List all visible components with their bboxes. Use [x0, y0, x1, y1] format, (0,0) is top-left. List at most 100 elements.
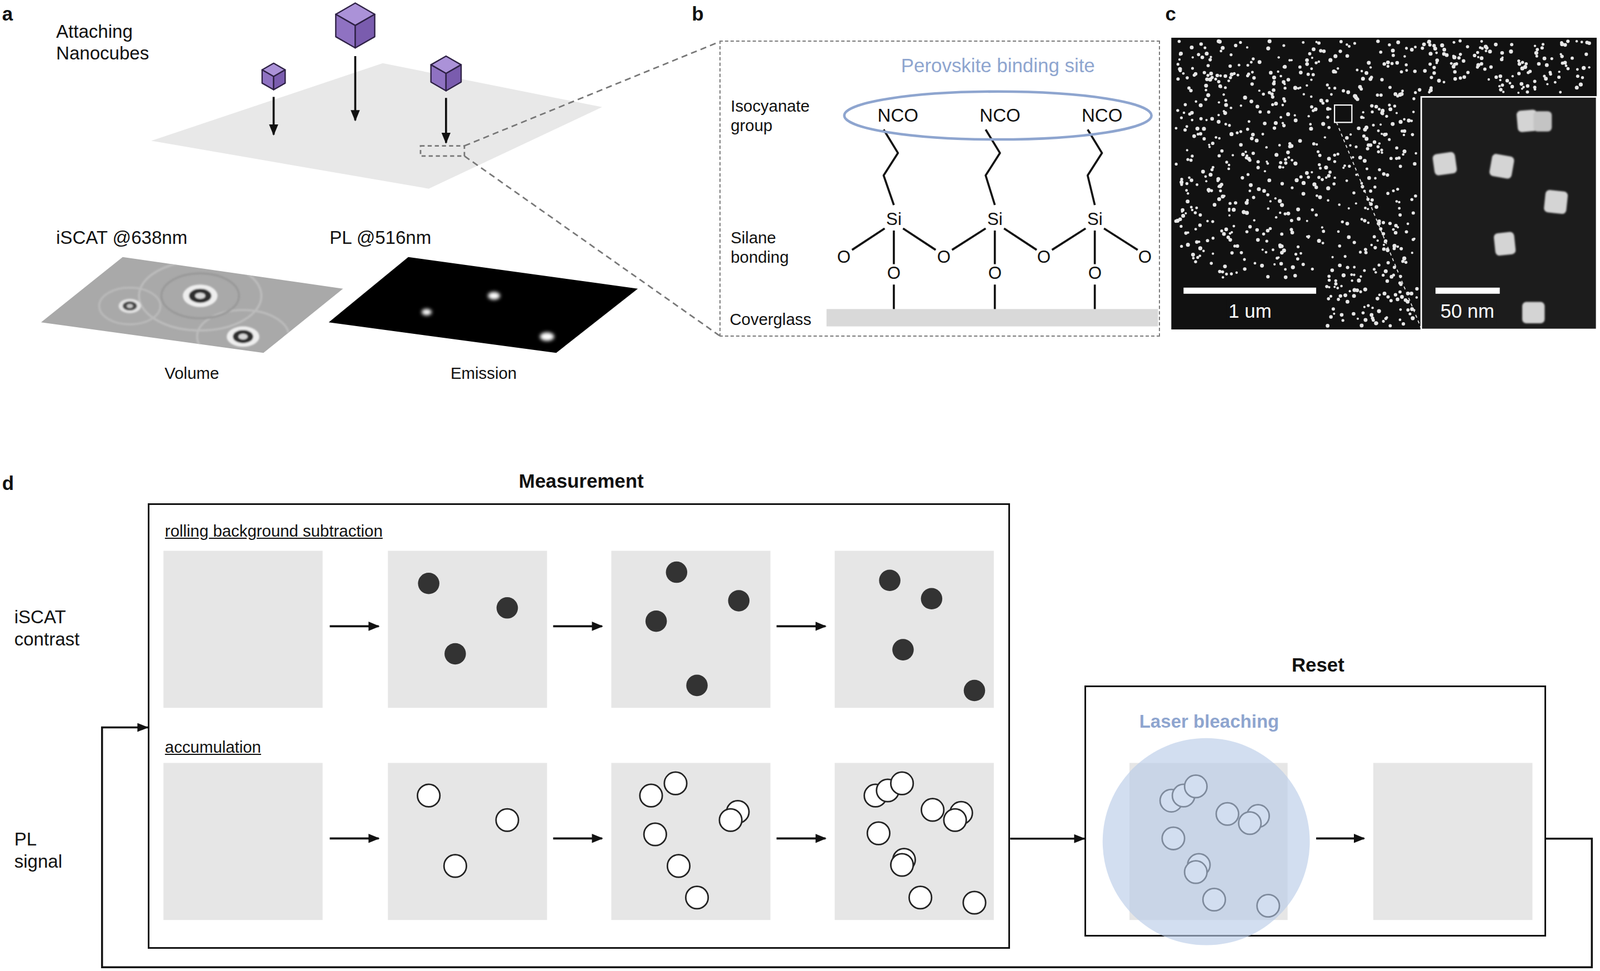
sem-image	[1171, 37, 1597, 330]
nanocube-dot	[1283, 161, 1288, 165]
dashed-zoom-box-text: Isocyanate group	[730, 96, 833, 136]
nanocube-dot	[1326, 115, 1329, 119]
iscat-particle	[496, 597, 519, 619]
nanocube-dot	[1250, 61, 1253, 64]
nanocube-dot	[1580, 40, 1584, 44]
nanocube-dot	[1508, 49, 1513, 54]
nanocube-dot	[1279, 116, 1283, 119]
nanocube-dot	[1321, 230, 1325, 234]
nanocube-dot	[1204, 97, 1208, 102]
nanocube-dot	[1505, 78, 1509, 83]
nanocube-dot	[1276, 70, 1279, 73]
nanocube-dot	[1301, 41, 1305, 44]
nanocube-dot	[1216, 120, 1221, 124]
pl-spot	[664, 772, 687, 795]
nanocube-dot	[1327, 156, 1332, 161]
nanocube-dot	[1205, 118, 1208, 122]
substrate-plane	[420, 146, 465, 157]
nanocube-dot	[1472, 53, 1477, 58]
nanocube-dot	[1305, 84, 1308, 87]
nanocube-dot	[1427, 41, 1430, 44]
nanocube-dot	[1458, 39, 1462, 43]
nanocube-dot	[1310, 105, 1314, 109]
nanocube-dot	[1187, 176, 1191, 180]
nanocube-dot	[1392, 189, 1395, 193]
nanocube-dot	[1566, 67, 1570, 71]
iscat-particle	[686, 675, 708, 697]
nanocube-dot	[1327, 278, 1332, 283]
nanocube-dot	[1404, 261, 1408, 264]
nanocube-dot	[1364, 71, 1369, 75]
nanocube-dot	[1231, 207, 1236, 212]
nanocube-dot	[1332, 312, 1335, 315]
sem-image	[1171, 37, 1597, 330]
atom-label-holder: Si	[886, 208, 902, 230]
nanocube-dot	[1378, 50, 1383, 54]
iscat-particle	[921, 588, 943, 610]
nanocube-dot	[1362, 218, 1367, 223]
nanocube-dot	[1214, 77, 1218, 81]
scale-bar-label-holder: 1 um	[1226, 299, 1274, 323]
nanocube-dot	[1183, 103, 1188, 107]
nanocube-dot	[1372, 140, 1377, 144]
nanocube-dot	[1320, 178, 1324, 182]
step-arrow	[553, 625, 603, 628]
image-caption-holder: Volume	[164, 363, 219, 384]
iscat-particle	[963, 680, 986, 702]
nanocube-dot	[1352, 240, 1357, 244]
nanocube-dot	[1367, 221, 1370, 225]
nanocube-dot	[1252, 196, 1256, 200]
nanocube-dot	[1198, 246, 1203, 250]
pl-spot	[443, 855, 467, 878]
row-label-holder: iSCAT contrast	[14, 606, 127, 650]
nanocube-dot	[1217, 185, 1220, 188]
nanocube-dot	[1210, 117, 1214, 122]
nanocube-dot	[1361, 311, 1365, 315]
nanocube-dot	[1333, 176, 1337, 180]
chemical-bond	[1093, 230, 1097, 265]
nanocube-dot	[1377, 150, 1380, 153]
nanocube-dot	[1230, 251, 1234, 255]
nanocube-dot	[1282, 97, 1286, 101]
nanocube-dot	[1493, 42, 1498, 47]
pl-spot	[890, 853, 913, 877]
nanocube-dot	[1282, 44, 1285, 48]
nanocube-dot	[1401, 153, 1405, 157]
nanocube-dot	[1351, 156, 1354, 159]
nanocube-dot	[1405, 46, 1408, 50]
nanocube-dot	[1366, 61, 1371, 65]
nanocube-dot	[1185, 76, 1189, 80]
nanocube-dot	[1389, 156, 1393, 160]
nanocube-dot	[1293, 86, 1298, 90]
atom-label: Si	[1087, 208, 1103, 230]
nanocube-dot	[1377, 308, 1382, 313]
nanocube-dot	[1462, 75, 1467, 80]
nanocube-dot	[1192, 134, 1197, 139]
nanocube-dot	[1186, 158, 1189, 162]
nanocube-dot	[1223, 264, 1228, 269]
panel-letter-holder: a	[2, 2, 13, 26]
nanocube-dot	[1255, 228, 1259, 232]
nanocube-dot	[1422, 68, 1427, 73]
nanocube-dot	[1382, 291, 1387, 296]
nanocube-dot	[1265, 160, 1268, 163]
nanocube-dot	[1176, 62, 1180, 66]
nanocube-dot	[1298, 65, 1302, 69]
nanocube-dot	[1398, 318, 1402, 322]
nanocube-dot	[1326, 186, 1330, 190]
nanocube-dot	[1281, 103, 1285, 107]
nanocube-dot	[1236, 73, 1240, 77]
nanocube-dot	[1214, 136, 1218, 139]
nanocube-dot	[1186, 242, 1190, 247]
pl-image	[328, 257, 638, 354]
atom-label-holder: O	[937, 246, 951, 268]
nanocube-dot	[1398, 213, 1402, 217]
nanocube-dot	[1311, 72, 1315, 77]
nanocube-dot	[1381, 273, 1385, 277]
nanocube-dot	[1318, 195, 1323, 200]
nanocube-dot	[1386, 191, 1390, 195]
nanocube-dot	[1370, 103, 1374, 108]
nanocube-dot	[1323, 136, 1327, 139]
nanocube-dot	[1411, 132, 1415, 137]
